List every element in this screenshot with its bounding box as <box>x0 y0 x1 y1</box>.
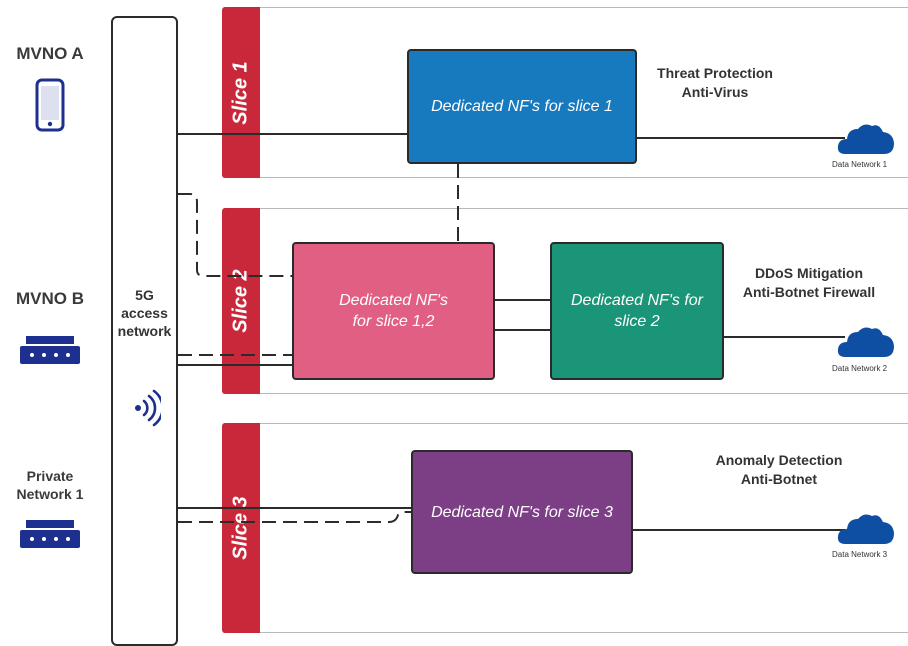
wireless-signal-icon <box>135 389 161 427</box>
slice-1-bar: Slice 1 <box>222 7 260 178</box>
tenant-label-mvno-a: MVNO A <box>16 44 84 63</box>
slice-2-bar: Slice 2 <box>222 208 260 394</box>
tenant-label-mvno-b: MVNO B <box>16 289 84 308</box>
access-network-label: 5G access network <box>117 287 172 339</box>
slice-3-bar: Slice 3 <box>222 423 260 633</box>
cloud-icon <box>837 124 894 154</box>
security-label-slice-1: Threat Protection Anti-Virus <box>657 65 773 100</box>
security-label-slice-3: Anomaly Detection Anti-Botnet <box>715 452 843 487</box>
nf-slice-1-2: Dedicated NF's for slice 1,2 <box>292 242 495 380</box>
cloud-icon <box>837 327 894 357</box>
nf-slice-3: Dedicated NF's for slice 3 <box>411 450 633 574</box>
cloud-icon <box>837 514 894 544</box>
smartphone-icon <box>35 78 65 132</box>
link-access-nf3-dashed <box>178 511 412 523</box>
nf-slice-1: Dedicated NF's for slice 1 <box>407 49 637 164</box>
router-icon <box>20 336 80 364</box>
network-slicing-diagram: Slice 1 Slice 2 Slice 3 5G access networ… <box>16 7 908 646</box>
data-network-2-label: Data Network 2 <box>832 364 888 373</box>
connection-lines <box>178 133 845 531</box>
nf-slice-2: Dedicated NF's for slice 2 <box>550 242 724 380</box>
tenant-label-private-network-1: Private Network 1 <box>16 468 84 502</box>
data-network-3-label: Data Network 3 <box>832 550 888 559</box>
link-access-shared-nf-dashed <box>178 193 293 277</box>
access-network-box: 5G access network <box>111 16 178 646</box>
data-network-1-label: Data Network 1 <box>832 160 888 169</box>
security-label-slice-2: DDoS Mitigation Anti-Botnet Firewall <box>742 265 876 300</box>
router-icon <box>20 520 80 548</box>
